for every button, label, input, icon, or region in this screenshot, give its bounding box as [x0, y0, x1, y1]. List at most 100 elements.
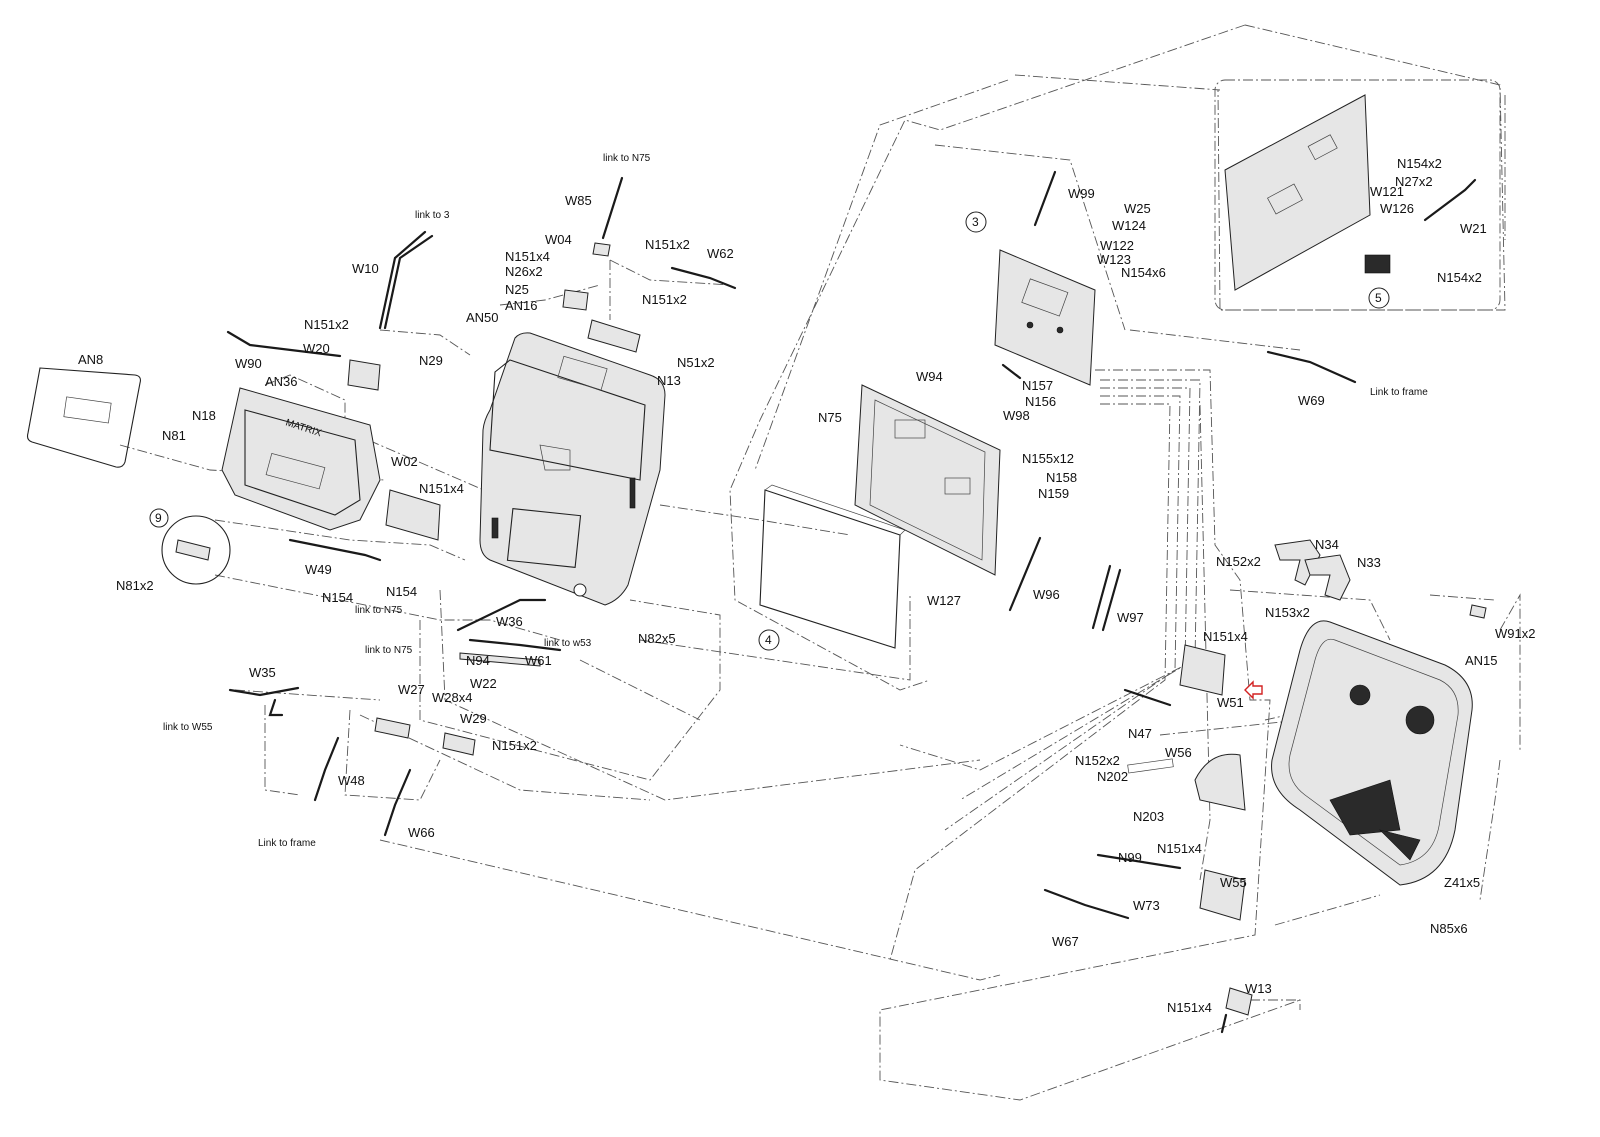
label-w51: W51 — [1217, 695, 1244, 710]
label-n151x2-c: N151x2 — [304, 317, 349, 332]
note-link-to-n75-c: link to N75 — [365, 645, 413, 656]
link-notes: link to 3 link to N75 link to N75 link t… — [163, 153, 1428, 849]
label-w36: W36 — [496, 614, 523, 629]
label-w69: W69 — [1298, 393, 1325, 408]
label-w27: W27 — [398, 682, 425, 697]
label-w13: W13 — [1245, 981, 1272, 996]
label-an15: AN15 — [1465, 653, 1498, 668]
label-an16: AN16 — [505, 298, 538, 313]
label-n33: N33 — [1357, 555, 1381, 570]
note-link-to-n75-b: link to N75 — [355, 605, 403, 616]
label-n47: N47 — [1128, 726, 1152, 741]
label-n29: N29 — [419, 353, 443, 368]
label-n13: N13 — [657, 373, 681, 388]
label-w98: W98 — [1003, 408, 1030, 423]
callout-4: 4 — [758, 629, 780, 651]
callout-9: 9 — [149, 508, 169, 528]
part-3-main-board — [994, 249, 1096, 386]
label-w25: W25 — [1124, 201, 1151, 216]
label-w20: W20 — [303, 341, 330, 356]
part-n34-n33-handles — [1274, 539, 1351, 601]
label-w56: W56 — [1165, 745, 1192, 760]
part-an36-bezel: MATRIX — [221, 387, 381, 531]
callout-5: 5 — [1368, 287, 1390, 309]
part-5-controller-plate — [1214, 79, 1501, 311]
part-w56-fan — [1127, 753, 1246, 811]
label-w35: W35 — [249, 665, 276, 680]
label-w96: W96 — [1033, 587, 1060, 602]
w51-arrow-icon — [1244, 680, 1263, 700]
label-w122: W122 — [1100, 238, 1134, 253]
callout-3: 3 — [965, 211, 987, 233]
detail-9-circle — [161, 515, 231, 585]
note-link-to-w53: link to w53 — [544, 638, 592, 649]
label-n85x6: N85x6 — [1430, 921, 1468, 936]
assembly-guide-lines — [119, 24, 1521, 1101]
label-w91x2: W91x2 — [1495, 626, 1535, 641]
label-n158: N158 — [1046, 470, 1077, 485]
label-w123: W123 — [1097, 252, 1131, 267]
label-w04: W04 — [545, 232, 572, 247]
label-n99: N99 — [1118, 850, 1142, 865]
label-n154x2-b: N154x2 — [1437, 270, 1482, 285]
label-n202: N202 — [1097, 769, 1128, 784]
label-n151x4-c: N151x4 — [1203, 629, 1248, 644]
label-w21: W21 — [1460, 221, 1487, 236]
label-n82x5: N82x5 — [638, 631, 676, 646]
part-labels: AN8 AN36 AN50 AN16 AN15 W10 W20 W90 W02 … — [78, 156, 1535, 1015]
part-an8-overlay — [26, 367, 141, 468]
label-n94: N94 — [466, 653, 490, 668]
note-link-to-frame-a: Link to frame — [258, 838, 316, 849]
label-n151x4-b: N151x4 — [419, 481, 464, 496]
label-n26x2: N26x2 — [505, 264, 543, 279]
label-w73: W73 — [1133, 898, 1160, 913]
label-w10: W10 — [352, 261, 379, 276]
label-w126: W126 — [1380, 201, 1414, 216]
part-an50-console — [479, 332, 666, 606]
label-n151x4-a: N151x4 — [505, 249, 550, 264]
label-n151x4-d: N151x4 — [1157, 841, 1202, 856]
label-w49: W49 — [305, 562, 332, 577]
label-n18: N18 — [192, 408, 216, 423]
label-n75: N75 — [818, 410, 842, 425]
part-n75-bracket — [854, 384, 1001, 576]
note-link-to-w55: link to W55 — [163, 722, 213, 733]
part-4-display-panel — [759, 484, 906, 649]
label-n34: N34 — [1315, 537, 1339, 552]
label-w127: W127 — [927, 593, 961, 608]
label-an36: AN36 — [265, 374, 298, 389]
label-w48: W48 — [338, 773, 365, 788]
label-w28x4: W28x4 — [432, 690, 472, 705]
svg-text:3: 3 — [972, 215, 979, 229]
label-w90: W90 — [235, 356, 262, 371]
label-n154x6: N154x6 — [1121, 265, 1166, 280]
label-n81x2: N81x2 — [116, 578, 154, 593]
label-an8: AN8 — [78, 352, 103, 367]
label-z41x5: Z41x5 — [1444, 875, 1480, 890]
label-w124: W124 — [1112, 218, 1146, 233]
svg-text:9: 9 — [155, 511, 162, 525]
label-n151x2-a: N151x2 — [645, 237, 690, 252]
small-boards — [347, 242, 1487, 1016]
label-n51x2: N51x2 — [677, 355, 715, 370]
label-w29: W29 — [460, 711, 487, 726]
svg-text:5: 5 — [1375, 291, 1382, 305]
label-w22: W22 — [470, 676, 497, 691]
label-n152x2-a: N152x2 — [1216, 554, 1261, 569]
label-n154-a: N154 — [322, 590, 353, 605]
label-n25: N25 — [505, 282, 529, 297]
label-w85: W85 — [565, 193, 592, 208]
label-w66: W66 — [408, 825, 435, 840]
label-n155x12: N155x12 — [1022, 451, 1074, 466]
label-n154-b: N154 — [386, 584, 417, 599]
label-n151x4-e: N151x4 — [1167, 1000, 1212, 1015]
note-link-to-n75-a: link to N75 — [603, 153, 651, 164]
label-n152x2-b: N152x2 — [1075, 753, 1120, 768]
label-w55: W55 — [1220, 875, 1247, 890]
label-n156: N156 — [1025, 394, 1056, 409]
label-n81: N81 — [162, 428, 186, 443]
label-an50: AN50 — [466, 310, 499, 325]
note-link-to-frame-b: Link to frame — [1370, 387, 1428, 398]
label-w61: W61 — [525, 653, 552, 668]
